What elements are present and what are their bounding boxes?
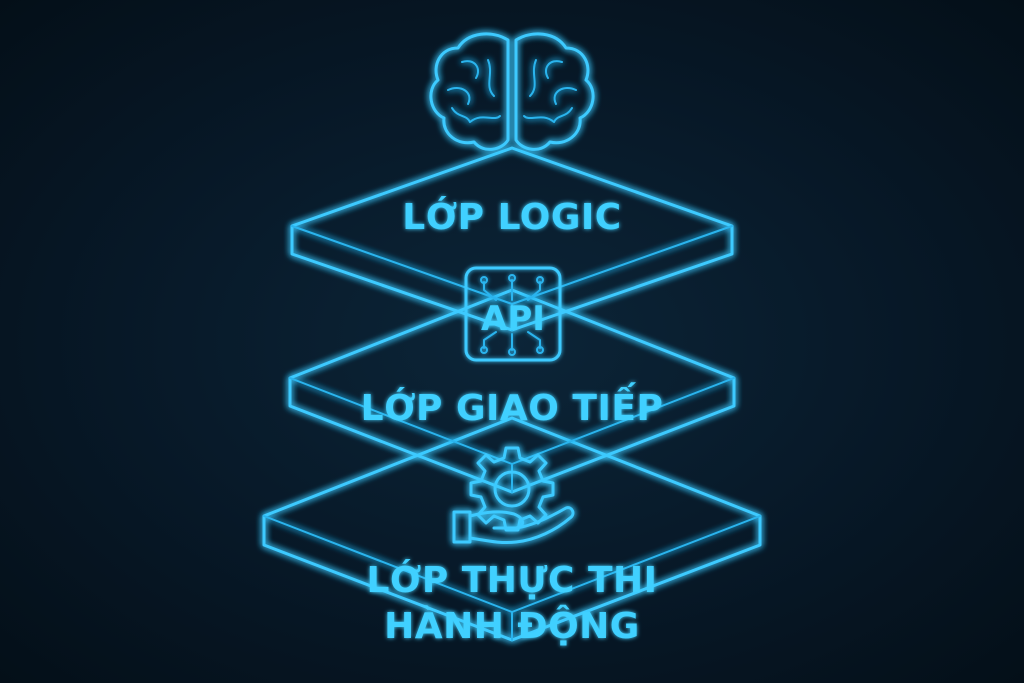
slab-logic-layer (290, 146, 734, 332)
gear-hand-icon (452, 446, 575, 544)
api-chip-icon: API (464, 266, 562, 362)
api-label: API (481, 299, 545, 339)
communication-layer-label: LỚP GIAO TIẾP (361, 382, 664, 429)
logic-layer-label: LỚP LOGIC (402, 196, 621, 238)
action-layer-label-line2: HÀNH ĐỘNG (384, 604, 640, 647)
slab-action-layer (262, 416, 762, 642)
layer-labels: LỚP LOGIC LỚP GIAO TIẾP LỚP THỰC THI HÀN… (361, 196, 664, 647)
brain-icon (429, 32, 595, 151)
action-layer-label-line1: LỚP THỰC THI (366, 559, 657, 601)
